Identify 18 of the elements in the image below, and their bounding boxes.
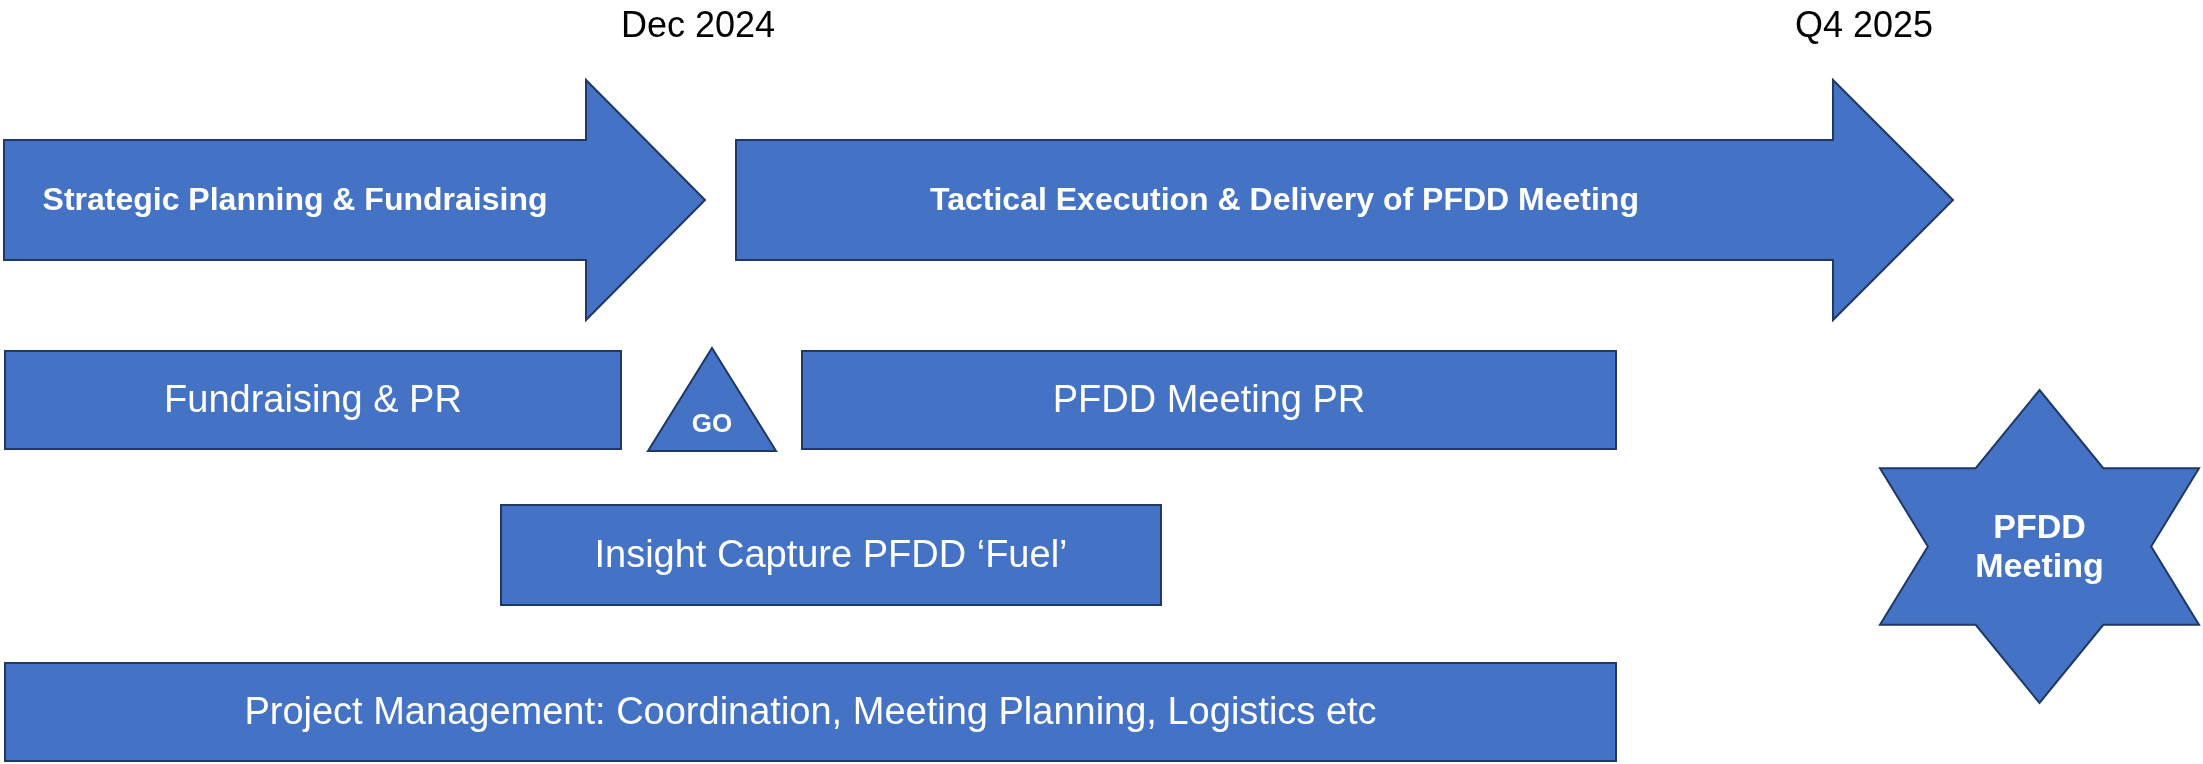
- task-label: PFDD Meeting PR: [1051, 378, 1367, 422]
- phase-label: Tactical Execution & Delivery of PFDD Meeting: [929, 181, 1640, 218]
- milestone-label: PFDD Meeting: [1974, 506, 2105, 585]
- phase-arrow: [736, 80, 1953, 320]
- task-label: Project Management: Coordination, Meeting Planning, Logistics etc: [243, 690, 1378, 734]
- task-bar: [4, 662, 1617, 762]
- task-label: Fundraising & PR: [163, 378, 463, 422]
- task-bar: [500, 504, 1162, 606]
- date-label: Q4 2025: [1795, 4, 1934, 46]
- milestone-star: [1880, 390, 2199, 703]
- task-label: Insight Capture PFDD ‘Fuel’: [593, 533, 1069, 577]
- phase-label: Strategic Planning & Fundraising: [41, 181, 549, 218]
- date-label: Dec 2024: [621, 4, 776, 46]
- task-bar: [4, 350, 622, 450]
- go-triangle: [648, 348, 776, 451]
- go-label: GO: [690, 409, 734, 439]
- phase-arrow: [4, 80, 705, 320]
- task-bar: [801, 350, 1617, 450]
